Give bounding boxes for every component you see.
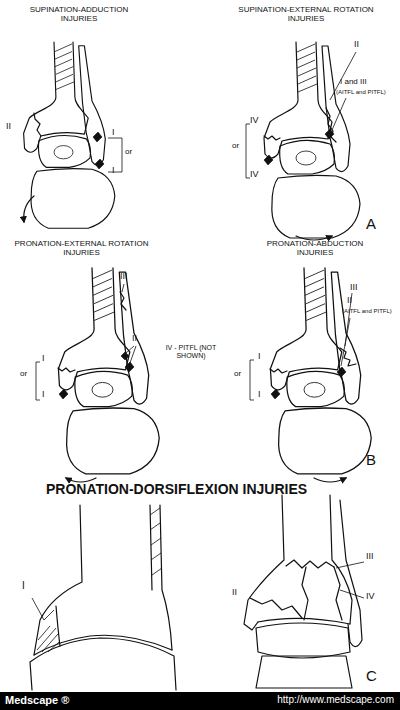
bracket (108, 138, 122, 172)
tibia-outline (244, 495, 284, 630)
stage-numeral: III (120, 272, 128, 282)
ankle-drawing (270, 268, 371, 474)
or-note: or (20, 370, 27, 379)
panel-heading: SUPINATION-ADDUCTION INJURIES (14, 6, 144, 24)
stage-numeral: I (112, 166, 115, 176)
ligament-rupture (271, 389, 280, 399)
stage-numeral: II (354, 40, 359, 50)
force-arrow (314, 478, 346, 482)
ligament-rupture (59, 389, 68, 399)
ligament-note: IV - PITFL (NOT SHOWN) (160, 344, 222, 359)
fracture-line (334, 567, 342, 620)
ligament-rupture (337, 367, 346, 377)
ligament-rupture (93, 132, 102, 142)
leader-line (32, 598, 44, 620)
ankle-drawing (24, 42, 115, 228)
panel-letter: B (366, 452, 376, 469)
footer-band: Medscape ® http://www.medscape.com (0, 692, 400, 710)
panel-heading: PRONATION-ABDUCTION INJURIES (250, 240, 380, 258)
stage-numeral: II (6, 122, 11, 132)
stage-numeral: IV (250, 170, 259, 180)
stage-numeral: II (232, 588, 237, 598)
leader-line (336, 562, 364, 598)
ligament-note: (AITFL and PITFL) (336, 89, 386, 96)
fracture-line (286, 560, 334, 568)
stage-numeral: I (258, 352, 261, 362)
fracture-line (270, 369, 287, 373)
stage-numeral: III (350, 283, 358, 293)
force-arrow (24, 196, 34, 222)
ligament-rupture (325, 129, 334, 139)
stage-numeral: II (347, 296, 352, 306)
fracture-line (58, 368, 75, 372)
brand-name: Medscape ® (5, 695, 69, 706)
stage-numeral: III (366, 552, 374, 562)
ligament-rupture (121, 352, 129, 360)
bracket (36, 362, 40, 400)
fracture-line (56, 606, 60, 646)
ligament-rupture (264, 155, 273, 165)
ankle-drawing (264, 42, 360, 238)
ligament-note: (AITFL and PITFL) (342, 308, 392, 315)
stage-numeral: I and III (340, 78, 367, 87)
tibia-outline (160, 505, 172, 650)
or-note: or (234, 370, 241, 379)
site-url: http://www.medscape.com (277, 695, 394, 705)
stage-numeral: I (258, 390, 261, 400)
or-note: or (125, 148, 132, 157)
ligament-rupture (95, 159, 104, 169)
talus-outline (256, 623, 350, 658)
panel-letter: C (366, 668, 377, 685)
panel-heading: PRONATION-DORSIFLEXION INJURIES (46, 482, 307, 497)
fracture-line (34, 113, 41, 136)
stage-numeral: I (42, 390, 45, 400)
stage-numeral: IV (250, 116, 259, 126)
panel-heading: SUPINATION-EXTERNAL ROTATION INJURIES (236, 6, 376, 24)
fracture-line (120, 292, 126, 310)
leader-line (341, 293, 352, 366)
panel-letter: A (366, 216, 376, 233)
stage-numeral: I (22, 580, 25, 591)
fracture-line (302, 567, 308, 620)
or-note: or (232, 142, 239, 151)
fracture-line (250, 598, 302, 618)
fibula-outline (340, 500, 362, 647)
leader-line (122, 284, 136, 363)
tibia-hatch (150, 508, 162, 575)
ligament-rupture (125, 362, 134, 372)
stage-numeral: IV (366, 592, 375, 602)
stage-numeral: II (132, 334, 137, 344)
stage-numeral: I (112, 128, 115, 138)
ankle-drawing (58, 268, 159, 474)
bracket (246, 124, 250, 178)
tibia-outline (34, 505, 82, 655)
fragment-hatch (37, 610, 59, 652)
talus-outline (30, 638, 176, 690)
fracture-line (264, 136, 280, 140)
calcaneus-outline (256, 656, 352, 688)
stage-numeral: I (42, 354, 45, 364)
tibia-cortex (150, 505, 152, 590)
bracket (250, 360, 254, 400)
panel-heading: PRONATION-EXTERNAL ROTATION INJURIES (14, 240, 149, 258)
